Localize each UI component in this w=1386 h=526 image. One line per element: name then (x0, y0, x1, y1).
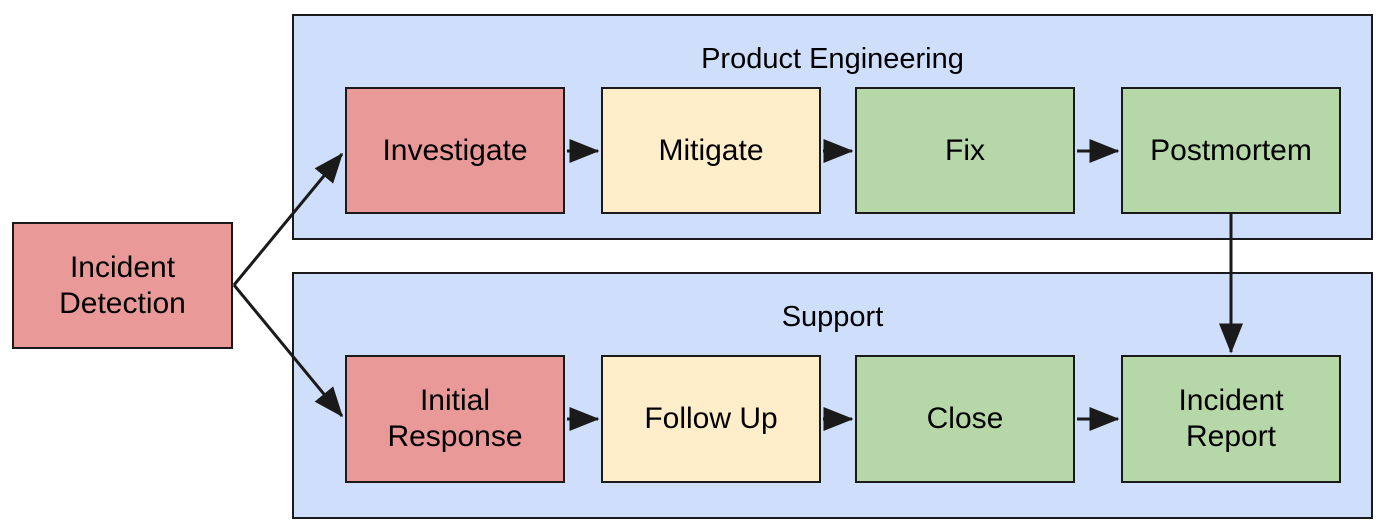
node-incident-detection[interactable]: Incident Detection (12, 222, 233, 349)
node-label-incident-report: Incident Report (1178, 384, 1284, 453)
node-label-postmortem: Postmortem (1150, 133, 1312, 167)
node-close[interactable]: Close (855, 355, 1075, 483)
node-label-fix: Fix (945, 133, 985, 167)
node-fix[interactable]: Fix (855, 87, 1075, 214)
node-label-follow-up: Follow Up (644, 402, 778, 435)
node-label-close: Close (926, 402, 1004, 435)
swimlane-title-product-engineering: Product Engineering (701, 43, 964, 75)
node-postmortem[interactable]: Postmortem (1121, 87, 1341, 214)
node-label-initial-response: Initial Response (387, 384, 523, 453)
swimlane-title-support: Support (781, 301, 884, 333)
node-label-incident-detection: Incident Detection (59, 250, 186, 320)
node-incident-report[interactable]: Incident Report (1121, 355, 1341, 483)
node-investigate[interactable]: Investigate (345, 87, 565, 214)
node-initial-response[interactable]: Initial Response (345, 355, 565, 483)
node-label-investigate: Investigate (382, 133, 528, 167)
node-label-mitigate: Mitigate (658, 133, 764, 167)
node-mitigate[interactable]: Mitigate (601, 87, 821, 214)
node-follow-up[interactable]: Follow Up (601, 355, 821, 483)
